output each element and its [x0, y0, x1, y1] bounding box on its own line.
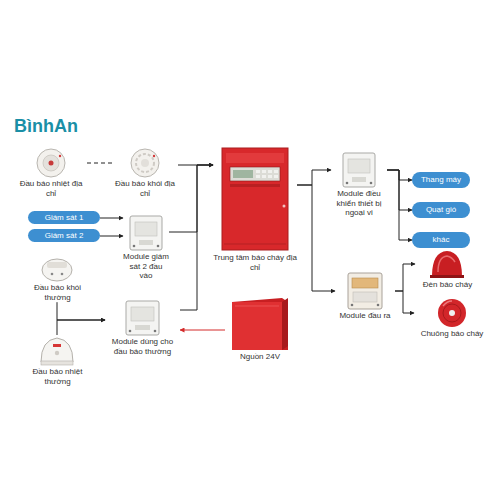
connector-line	[180, 330, 225, 331]
device-caption: Đầu báo nhiệt thường	[20, 367, 95, 386]
heat-detector-icon	[37, 149, 65, 177]
connector-line	[169, 165, 213, 232]
connector-line	[387, 170, 412, 240]
icon-space	[25, 255, 90, 283]
device-node: Đầu báo nhiệt địa chỉ	[15, 148, 87, 198]
power-supply-icon	[232, 298, 288, 350]
connector-line	[395, 264, 415, 291]
connector-line	[100, 236, 123, 237]
device-caption: Đầu báo nhiệt địa chỉ	[15, 179, 87, 198]
device-node: Module điều khiển thiết bị ngoại vi	[331, 152, 387, 218]
device-node: Nguồn 24V	[225, 296, 295, 362]
device-node: Module dùng cho đầu báo thường	[105, 300, 180, 356]
module-icon	[343, 153, 375, 187]
device-caption: Module điều khiển thiết bị ngoại vi	[331, 189, 387, 218]
device-node: Đầu báo nhiệt thường	[20, 335, 95, 386]
signal-pill: khác	[412, 232, 470, 248]
device-node: Trung tâm báo cháy địa chỉ	[213, 147, 297, 272]
fire-bell-icon	[438, 299, 466, 327]
icon-space	[415, 250, 480, 280]
connector-line	[100, 218, 123, 219]
brand-logo: BìnhAn	[14, 116, 78, 137]
connector-line	[297, 185, 335, 291]
icon-space	[20, 335, 95, 367]
device-node: Đầu báo khói thường	[25, 255, 90, 302]
module-icon	[348, 273, 382, 309]
device-node: Đầu báo khói địa chỉ	[112, 148, 178, 198]
device-node: Chuông báo cháy	[414, 298, 490, 339]
device-caption: Đèn báo cháy	[415, 280, 480, 290]
device-caption: Module dùng cho đầu báo thường	[105, 337, 180, 356]
icon-space	[335, 272, 395, 311]
pill-label: Giám sát 2	[45, 231, 84, 241]
icon-space	[213, 147, 297, 253]
icon-space	[105, 300, 180, 337]
logo-text: BìnhAn	[14, 116, 78, 136]
icon-space	[123, 215, 169, 252]
icon-space	[414, 298, 490, 329]
signal-pill: Thang máy	[412, 172, 470, 188]
pill-label: khác	[433, 235, 450, 245]
device-caption: Đầu báo khói địa chỉ	[112, 179, 178, 198]
device-caption: Đầu báo khói thường	[25, 283, 90, 302]
connector-line	[395, 291, 414, 313]
pill-label: Giám sát 1	[45, 213, 84, 223]
strobe-light-icon	[430, 251, 464, 278]
signal-pill: Quạt gió	[412, 202, 470, 218]
connector-line	[297, 170, 331, 185]
smoke-detector-icon	[42, 259, 72, 281]
device-caption: Nguồn 24V	[225, 352, 295, 362]
device-node: Module đầu ra	[335, 272, 395, 321]
icon-space	[225, 296, 295, 352]
icon-space	[15, 148, 87, 179]
connector-line	[87, 163, 112, 164]
icon-space	[331, 152, 387, 189]
device-caption: Module đầu ra	[335, 311, 395, 321]
connector-line	[57, 302, 105, 320]
icon-space	[112, 148, 178, 179]
signal-pill: Giám sát 1	[28, 211, 100, 224]
device-caption: Trung tâm báo cháy địa chỉ	[213, 253, 297, 272]
pill-label: Thang máy	[421, 175, 461, 185]
device-node: Module giám sát 2 đầu vào	[123, 215, 169, 281]
heat-detector-icon	[41, 338, 73, 365]
module-icon	[126, 301, 159, 335]
connector-line	[180, 165, 213, 310]
module-icon	[130, 216, 162, 250]
device-node: Đèn báo cháy	[415, 250, 480, 290]
device-caption: Chuông báo cháy	[414, 329, 490, 339]
signal-pill: Giám sát 2	[28, 229, 100, 242]
device-caption: Module giám sát 2 đầu vào	[123, 252, 169, 281]
smoke-detector-icon	[131, 149, 159, 177]
connector-line	[57, 320, 105, 335]
pill-label: Quạt gió	[426, 205, 456, 215]
control-panel-icon	[222, 148, 288, 250]
